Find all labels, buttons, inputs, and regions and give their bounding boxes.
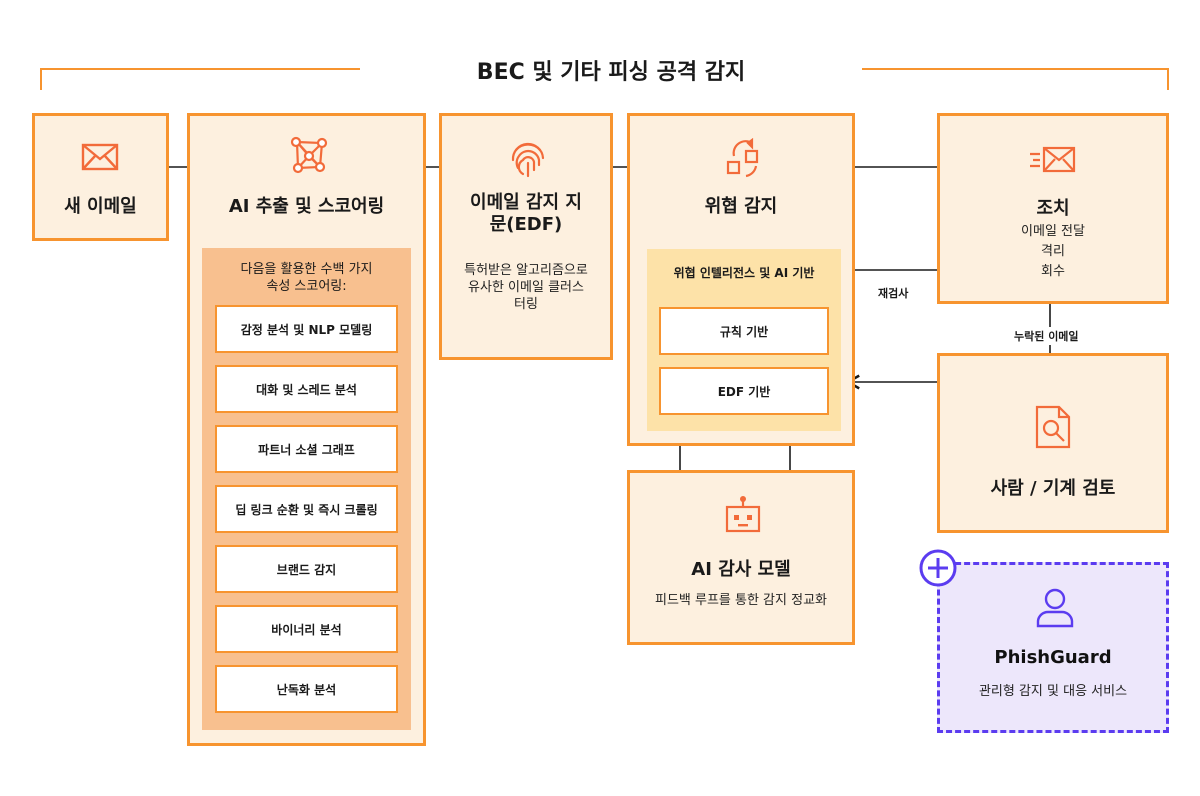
feature-panel-heading: 다음을 활용한 수백 가지 속성 스코어링: [240,262,373,294]
user-icon [1036,588,1074,628]
review-title: 사람 / 기계 검토 [990,478,1116,499]
page-title: BEC 및 기타 피싱 공격 감지 [476,60,746,85]
threat-intel-panel: 위협 인텔리전스 및 AI 기반 규칙 기반 EDF 기반 [647,249,841,431]
threat-title: 위협 감지 [704,196,778,217]
ai-audit-description: 피드백 루프를 통한 감지 정교화 [654,593,827,608]
phishguard-description: 관리형 감지 및 대응 서비스 [978,684,1128,699]
network-icon [290,136,328,174]
envelope-icon [81,143,119,171]
ai-audit-title: AI 감사 모델 [691,559,791,580]
review-box: 사람 / 기계 검토 [937,353,1169,533]
action-item-quarantine: 격리 [1041,244,1065,259]
feature-item-obfuscation: 난독화 분석 [215,665,398,713]
fingerprint-icon [511,142,545,178]
feature-item-deep-link: 딥 링크 순환 및 즉시 크롤링 [215,485,398,533]
phishguard-box: PhishGuard 관리형 감지 및 대응 서비스 [937,562,1169,733]
action-box: 조치 이메일 전달 격리 회수 [937,113,1169,304]
header-bracket-left [40,68,360,70]
fast-mail-icon [1030,146,1076,173]
edf-box: 이메일 감지 지 문(EDF) 특허받은 알고리즘으로 유사한 이메일 클러스 … [439,113,613,360]
threat-box: 위협 감지 위협 인텔리전스 및 AI 기반 규칙 기반 EDF 기반 [627,113,855,446]
plus-circle-icon [919,549,957,587]
action-item-forward: 이메일 전달 [1021,224,1085,239]
document-search-icon [1035,405,1071,449]
edf-based-item: EDF 기반 [659,367,829,415]
cycle-icon [726,138,759,178]
header-bracket-left-tick [40,68,42,90]
feature-item-binary: 바이너리 분석 [215,605,398,653]
header-bracket-right-tick [1167,68,1169,90]
phishguard-title: PhishGuard [994,647,1112,668]
rule-based-item: 규칙 기반 [659,307,829,355]
new-email-title: 새 이메일 [64,196,137,217]
edf-title: 이메일 감지 지 문(EDF) [470,192,582,235]
threat-intel-heading: 위협 인텔리전스 및 AI 기반 [673,266,815,280]
feature-item-thread: 대화 및 스레드 분석 [215,365,398,413]
feature-panel: 다음을 활용한 수백 가지 속성 스코어링: 감정 분석 및 NLP 모델링 대… [202,248,411,730]
ai-extract-box: AI 추출 및 스코어링 다음을 활용한 수백 가지 속성 스코어링: 감정 분… [187,113,426,746]
recheck-label: 재검사 [878,287,909,300]
header-bracket-right [862,68,1168,70]
action-item-recall: 회수 [1041,264,1065,279]
robot-icon [725,496,761,533]
new-email-box: 새 이메일 [32,113,169,241]
missed-email-label: 누락된 이메일 [1012,327,1081,345]
ai-extract-title: AI 추출 및 스코어링 [228,196,385,217]
action-title: 조치 [1036,198,1070,219]
feature-item-sentiment: 감정 분석 및 NLP 모델링 [215,305,398,353]
ai-audit-box: AI 감사 모델 피드백 루프를 통한 감지 정교화 [627,470,855,645]
edf-description: 특허받은 알고리즘으로 유사한 이메일 클러스 터링 [464,263,588,312]
feature-item-social-graph: 파트너 소셜 그래프 [215,425,398,473]
feature-item-brand: 브랜드 감지 [215,545,398,593]
